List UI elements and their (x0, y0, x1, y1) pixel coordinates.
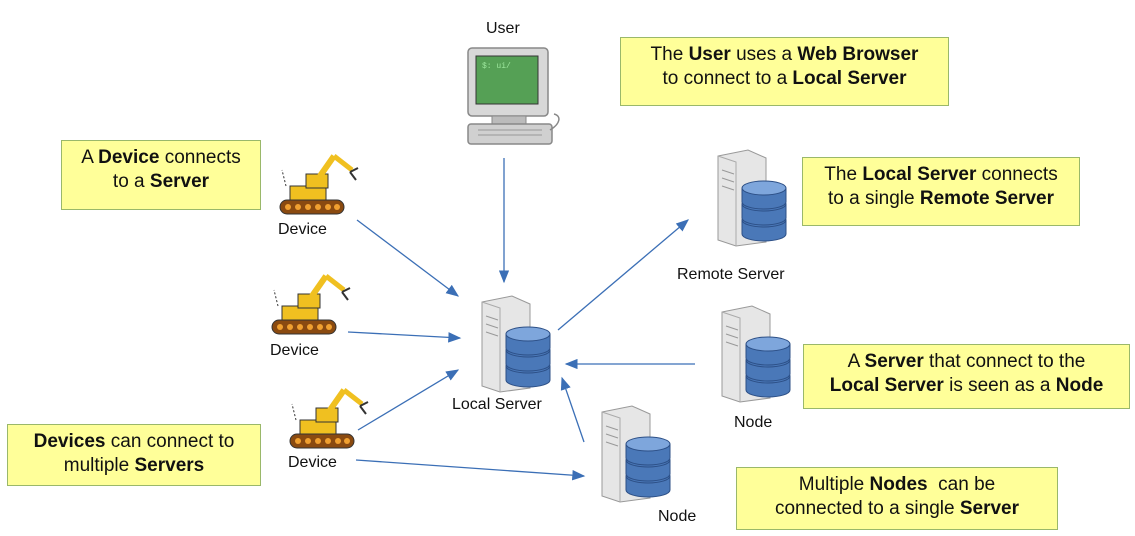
note-line: The User uses a Web Browser (650, 44, 919, 65)
computer-terminal-icon: $: ui/ (467, 47, 560, 145)
devices-multi-note: Devices can connect to multiple Servers (7, 424, 261, 486)
user-label: User (486, 20, 520, 37)
note-line: A Device connects (81, 147, 241, 168)
note-line: Local Server is seen as a Node (829, 375, 1104, 396)
note-line: A Server that connect to the (847, 351, 1086, 372)
note-line: Devices can connect to (33, 431, 235, 452)
note-line: Multiple Nodes can be (798, 474, 996, 495)
arrow-device1-to-local (356, 219, 460, 297)
user-note: The User uses a Web Browser to connect t… (620, 37, 949, 106)
arrow-device2-to-local (347, 331, 462, 343)
server-database-icon (717, 149, 787, 247)
device-label: Device (270, 342, 319, 359)
device-note: A Device connects to a Server (61, 140, 261, 210)
arrow-device3-to-node (355, 459, 586, 481)
server-database-icon (601, 405, 671, 503)
remote-server-note: The Local Server connects to a single Re… (802, 157, 1080, 226)
arrow-bottom-node-to-local (560, 376, 585, 443)
nodes-multi-note: Multiple Nodes can be connected to a sin… (736, 467, 1058, 530)
robot-arm-icon (279, 154, 359, 215)
note-line: to connect to a Local Server (662, 68, 907, 89)
robot-arm-icon (289, 388, 369, 449)
note-line: The Local Server connects (824, 164, 1058, 185)
server-database-icon (481, 295, 551, 393)
note-line: to a single Remote Server (827, 188, 1055, 209)
robot-arm-icon (271, 274, 351, 335)
remote-server-label: Remote Server (677, 266, 785, 283)
device-label: Device (288, 454, 337, 471)
note-line: multiple Servers (63, 455, 205, 476)
arrow-local-to-remote (557, 219, 689, 331)
node-label: Node (734, 414, 773, 431)
server-database-icon (721, 305, 791, 403)
device-label: Device (278, 221, 327, 238)
node-label: Node (658, 508, 697, 525)
note-line: connected to a single Server (774, 498, 1020, 519)
node-note: A Server that connect to the Local Serve… (803, 344, 1130, 409)
svg-text:$: ui/: $: ui/ (482, 62, 511, 71)
local-server-label: Local Server (452, 396, 542, 413)
arrow-device3-to-local (357, 369, 460, 431)
note-line: to a Server (112, 171, 210, 192)
